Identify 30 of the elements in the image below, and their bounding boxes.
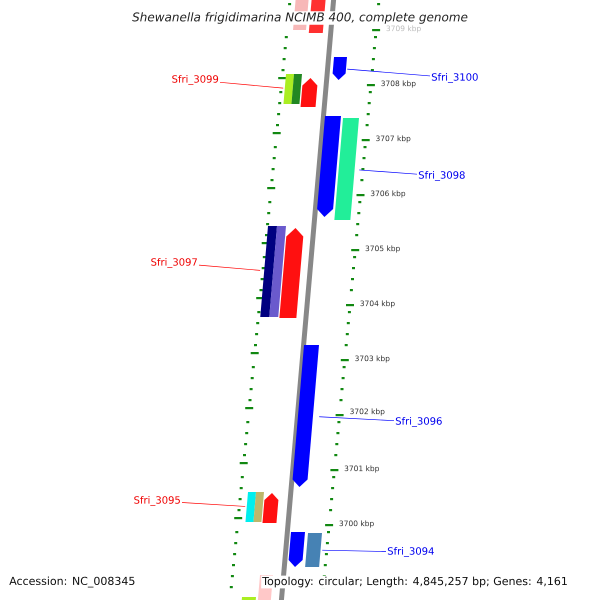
gene-feature — [245, 492, 264, 522]
leader-line — [346, 68, 430, 76]
title: Shewanella frigidimarina NCIMB 400, complete genome — [131, 11, 469, 25]
gene-feature — [241, 597, 256, 600]
gene-label: Sfri_3098 — [418, 171, 465, 181]
leader-line — [318, 416, 394, 422]
leader-line — [358, 170, 418, 175]
gene-feature — [288, 532, 305, 567]
gene-label: Sfri_3099 — [172, 75, 218, 85]
gene-feature — [262, 493, 278, 523]
gene-label: Sfri_3097 — [151, 258, 197, 268]
gene-feature — [332, 57, 347, 80]
gene-feature — [334, 118, 359, 220]
gene-feature — [283, 74, 302, 104]
gene-label: Sfri_3096 — [396, 417, 442, 427]
gene-feature — [292, 345, 319, 487]
gene-feature — [300, 78, 318, 107]
gene-feature — [260, 226, 286, 317]
leader-line — [182, 502, 246, 507]
leader-line — [198, 264, 260, 271]
leader-line — [322, 550, 386, 552]
gene-label: Sfri_3095 — [134, 496, 180, 506]
gene-feature — [305, 533, 322, 567]
info-text: Accession: NC_008345 — [8, 576, 136, 588]
gene-label: Sfri_3094 — [388, 547, 434, 557]
info-text: Topology: circular; Length: 4,845,257 bp; Genes: 4,161 — [261, 576, 569, 588]
gene-feature — [317, 116, 341, 217]
gene-feature — [279, 228, 304, 318]
gene-label: Sfri_3100 — [432, 73, 478, 83]
leader-line — [220, 82, 284, 88]
